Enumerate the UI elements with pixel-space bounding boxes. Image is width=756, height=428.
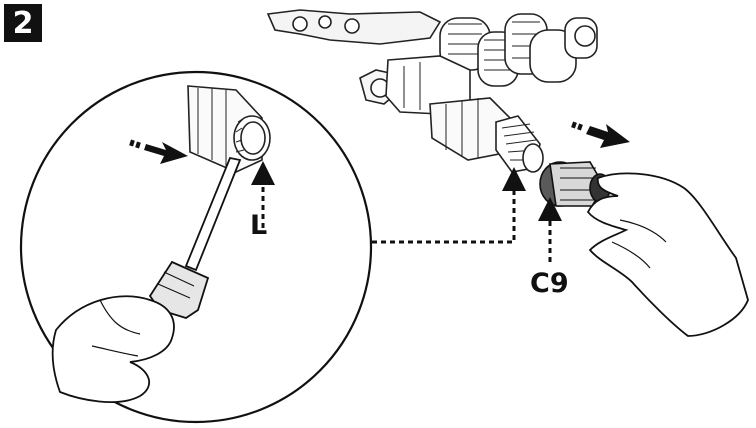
detail-inset <box>19 70 373 424</box>
part-label-c9: C9 <box>530 268 569 299</box>
hand-icon <box>51 295 175 403</box>
step-number-badge: 2 <box>4 4 42 42</box>
pump-manifold <box>266 9 598 173</box>
pull-arrow-icon <box>129 139 188 164</box>
screwdriver-icon <box>148 156 242 319</box>
part-label-l: L <box>250 210 268 241</box>
leader-lines <box>372 167 562 262</box>
hand-icon <box>586 172 749 337</box>
pull-arrow-icon <box>571 121 630 148</box>
